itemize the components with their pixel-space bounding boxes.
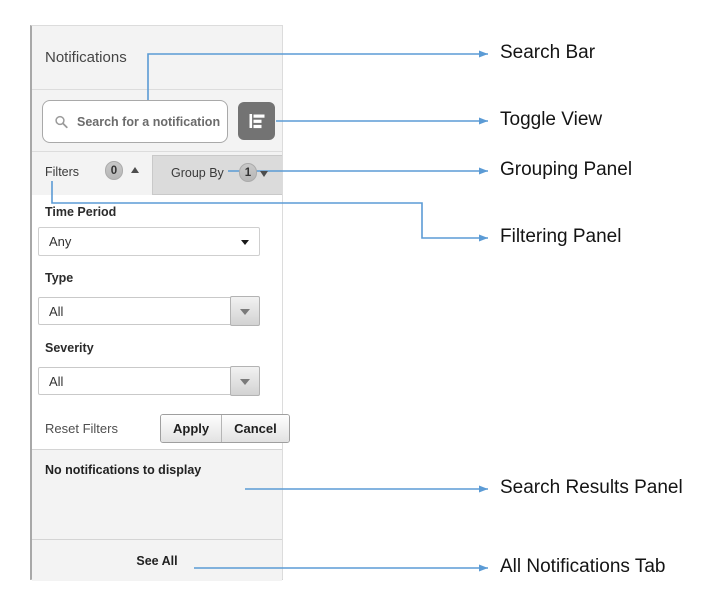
filters-count-badge: 0: [105, 161, 123, 180]
type-value: All: [38, 297, 231, 325]
severity-combobox[interactable]: All: [38, 366, 260, 396]
annotation-toggle-view: Toggle View: [500, 109, 603, 131]
panel-header: Notifications: [32, 26, 282, 90]
severity-value: All: [38, 367, 231, 395]
filtering-panel: Time Period Any Type All Severity All Re…: [32, 195, 290, 450]
filter-actions: Apply Cancel: [160, 414, 290, 443]
toggle-view-button[interactable]: [238, 102, 275, 140]
group-by-tab-label: Group By: [171, 166, 224, 180]
tabs-row: Filters 0 Group By 1: [32, 152, 282, 195]
empty-results-message: No notifications to display: [45, 463, 202, 477]
notifications-panel: Notifications Filters: [30, 25, 290, 581]
group-by-count-badge: 1: [239, 163, 257, 182]
panel-footer: See All: [32, 540, 282, 581]
reset-filters-link[interactable]: Reset Filters: [45, 421, 118, 436]
tab-filters[interactable]: Filters 0: [32, 152, 152, 195]
annotation-all-notifications: All Notifications Tab: [500, 556, 666, 578]
caret-down-icon: [260, 171, 268, 177]
cancel-button[interactable]: Cancel: [221, 415, 289, 442]
annotation-filtering-panel: Filtering Panel: [500, 226, 622, 248]
filters-tab-label: Filters: [45, 165, 80, 179]
annotation-grouping-panel: Grouping Panel: [500, 159, 633, 181]
time-period-value: Any: [49, 234, 72, 249]
type-label: Type: [45, 271, 74, 285]
dropdown-caret-icon: [240, 379, 250, 385]
tab-group-by[interactable]: Group By 1: [152, 155, 282, 195]
time-period-label: Time Period: [45, 205, 117, 219]
search-results-panel: No notifications to display: [32, 450, 282, 540]
dropdown-caret-icon: [240, 309, 250, 315]
annotation-search-results: Search Results Panel: [500, 477, 683, 499]
select-caret-icon: [241, 240, 249, 245]
type-combobox[interactable]: All: [38, 296, 260, 326]
search-icon: [55, 115, 68, 128]
see-all-tab[interactable]: See All: [136, 554, 178, 568]
page-title: Notifications: [45, 49, 127, 66]
severity-dropdown-button[interactable]: [230, 366, 260, 396]
list-view-icon: [249, 114, 264, 129]
search-input[interactable]: [77, 114, 227, 129]
search-bar-row: [32, 90, 282, 152]
apply-button[interactable]: Apply: [161, 415, 222, 442]
caret-up-icon: [131, 167, 139, 173]
severity-label: Severity: [45, 341, 94, 355]
type-dropdown-button[interactable]: [230, 296, 260, 326]
time-period-select[interactable]: Any: [38, 227, 260, 256]
search-bar[interactable]: [42, 100, 228, 143]
annotation-search-bar: Search Bar: [500, 42, 596, 64]
